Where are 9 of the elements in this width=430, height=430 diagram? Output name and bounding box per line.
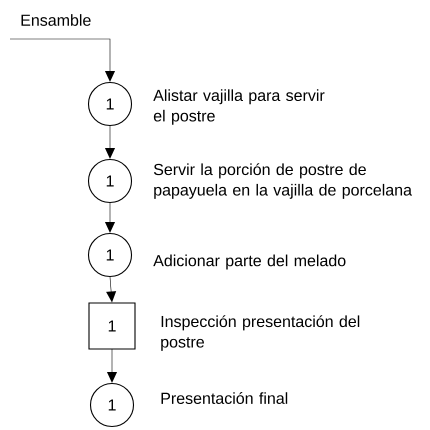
inspection-square: 1 xyxy=(88,302,136,350)
step-label: Ensamble xyxy=(22,14,91,26)
step-description: Inspección presentación del postre xyxy=(161,315,360,351)
step-description: Alistar vajilla para servir el postre xyxy=(153,89,324,125)
step-description: Servir la porción de postre de papayuela en la vajilla de porcelana xyxy=(154,163,412,199)
arrow xyxy=(106,276,116,302)
arrow xyxy=(10,38,116,82)
step-description: Adicionar parte del melado xyxy=(153,254,346,270)
step-description: Presentación final xyxy=(162,392,288,404)
